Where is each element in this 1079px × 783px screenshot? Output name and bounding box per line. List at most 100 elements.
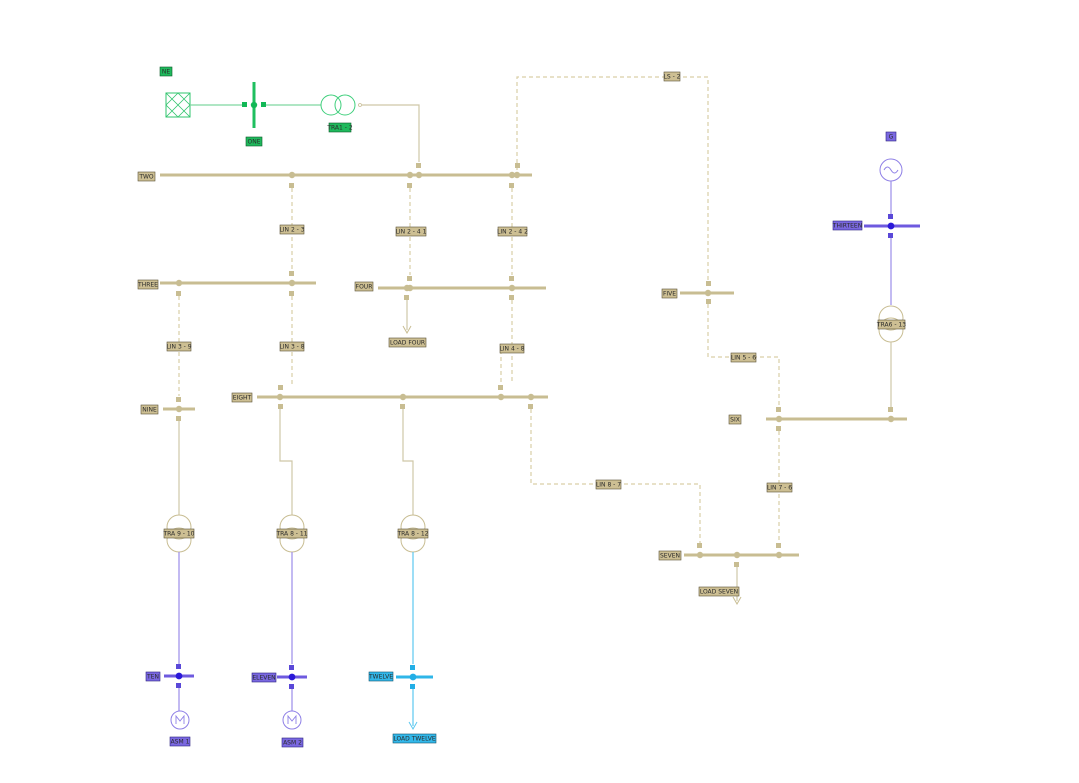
switch-square[interactable] [410, 665, 415, 670]
bus-node[interactable] [704, 289, 712, 297]
switch-square[interactable] [509, 183, 514, 188]
switch-square[interactable] [528, 404, 533, 409]
switch-square[interactable] [407, 183, 412, 188]
switch-square[interactable] [289, 291, 294, 296]
label-ls-2[interactable]: LS - 2 [664, 71, 681, 82]
line-lin5-6[interactable] [707, 304, 780, 408]
bus-node[interactable] [513, 171, 521, 179]
motor-asm2-icon[interactable] [282, 710, 302, 730]
label-twelve[interactable]: TWELVE [368, 671, 394, 682]
bus-node[interactable] [887, 415, 895, 423]
label-asm1[interactable]: ASM 1 [169, 736, 191, 747]
label-tra9-10[interactable]: TRA 9 - 10 [162, 528, 195, 539]
switch-square[interactable] [289, 665, 294, 670]
bus-node[interactable] [527, 393, 535, 401]
label-tra1-2[interactable]: TRA1 - 2 [326, 122, 353, 133]
switch-square[interactable] [404, 295, 409, 300]
label-one[interactable]: ONE [245, 136, 263, 147]
bus-node[interactable] [399, 393, 407, 401]
label-seven[interactable]: SEVEN [658, 550, 682, 561]
switch-square[interactable] [416, 163, 421, 168]
label-tra8-11[interactable]: TRA 8 - 11 [275, 528, 308, 539]
line-lin8-7[interactable] [530, 409, 701, 548]
switch-square[interactable] [697, 543, 702, 548]
bus-node[interactable] [497, 393, 505, 401]
label-load-seven[interactable]: LOAD SEVEN [698, 586, 740, 597]
switch-square[interactable] [242, 102, 247, 107]
switch-square[interactable] [706, 299, 711, 304]
load-seven-arrow-icon[interactable] [732, 596, 742, 606]
switch-square[interactable] [278, 385, 283, 390]
switch-square[interactable] [278, 404, 283, 409]
switch-square[interactable] [509, 295, 514, 300]
switch-square[interactable] [888, 233, 893, 238]
switch-square[interactable] [888, 214, 893, 219]
bus-node[interactable] [415, 171, 423, 179]
switch-square[interactable] [509, 276, 514, 281]
bus-node[interactable] [775, 551, 783, 559]
label-ne[interactable]: NE [159, 66, 173, 77]
motor-asm1-icon[interactable] [170, 710, 190, 730]
label-lin8-7[interactable]: LIN 8 - 7 [595, 479, 622, 490]
bus-node[interactable] [887, 222, 895, 230]
label-g[interactable]: G [885, 131, 897, 142]
switch-square[interactable] [410, 684, 415, 689]
bus-node[interactable] [403, 284, 411, 292]
bus-node[interactable] [508, 171, 516, 179]
label-ten[interactable]: TEN [145, 671, 161, 682]
switch-square[interactable] [289, 183, 294, 188]
switch-square[interactable] [498, 385, 503, 390]
label-lin2-4-1[interactable]: LIN 2 - 4 1 [396, 226, 427, 237]
external-grid-group[interactable] [165, 92, 191, 118]
switch-square[interactable] [176, 664, 181, 669]
label-load-twelve[interactable]: LOAD TWELVE [392, 733, 437, 744]
switch-square[interactable] [176, 291, 181, 296]
label-lin4-8[interactable]: LIN 4 - 8 [499, 343, 525, 354]
label-lin5-6[interactable]: LIN 5 - 6 [730, 352, 757, 363]
label-five[interactable]: FIVE [661, 288, 678, 299]
bus-node[interactable] [288, 673, 296, 681]
bus-node[interactable] [175, 672, 183, 680]
switch-square[interactable] [734, 562, 739, 567]
label-lin3-9[interactable]: LIN 3 - 9 [166, 341, 192, 352]
label-thirteen[interactable]: THIRTEEN [832, 220, 863, 231]
bus-node[interactable] [409, 673, 417, 681]
label-six[interactable]: SIX [728, 414, 742, 425]
bus-node[interactable] [406, 171, 414, 179]
switch-square[interactable] [289, 271, 294, 276]
bus-node[interactable] [250, 101, 258, 109]
bus-node[interactable] [288, 171, 296, 179]
switch-square[interactable] [515, 163, 520, 168]
switch-square[interactable] [176, 397, 181, 402]
switch-square[interactable] [261, 102, 266, 107]
label-lin2-4-2[interactable]: LIN 2 - 4 2 [497, 226, 528, 237]
bus-node[interactable] [175, 405, 183, 413]
bus-node[interactable] [276, 393, 284, 401]
label-lin7-6[interactable]: LIN 7 - 6 [766, 482, 793, 493]
bus-node[interactable] [288, 279, 296, 287]
label-two[interactable]: TWO [137, 171, 156, 182]
label-lin3-8[interactable]: LIN 3 - 8 [279, 341, 305, 352]
bus-node[interactable] [775, 415, 783, 423]
switch-square[interactable] [176, 683, 181, 688]
switch-square[interactable] [776, 407, 781, 412]
load-four-arrow-icon[interactable] [402, 325, 412, 335]
label-eight[interactable]: EIGHT [231, 392, 253, 403]
switch-square[interactable] [289, 684, 294, 689]
bus-node[interactable] [175, 279, 183, 287]
transformer-tra1-2[interactable] [320, 94, 356, 116]
bus-node[interactable] [696, 551, 704, 559]
label-four[interactable]: FOUR [354, 281, 374, 292]
switch-square[interactable] [706, 281, 711, 286]
label-asm2[interactable]: ASM 2 [281, 737, 304, 748]
line-ls-2[interactable] [516, 76, 709, 284]
label-load-four[interactable]: LOAD FOUR [388, 337, 427, 348]
switch-square[interactable] [888, 407, 893, 412]
switch-square[interactable] [407, 276, 412, 281]
switch-square[interactable] [776, 426, 781, 431]
label-tra8-12[interactable]: TRA 8 - 12 [396, 528, 429, 539]
switch-square[interactable] [776, 543, 781, 548]
switch-square[interactable] [400, 404, 405, 409]
switch-square[interactable] [176, 416, 181, 421]
bus-node[interactable] [508, 284, 516, 292]
